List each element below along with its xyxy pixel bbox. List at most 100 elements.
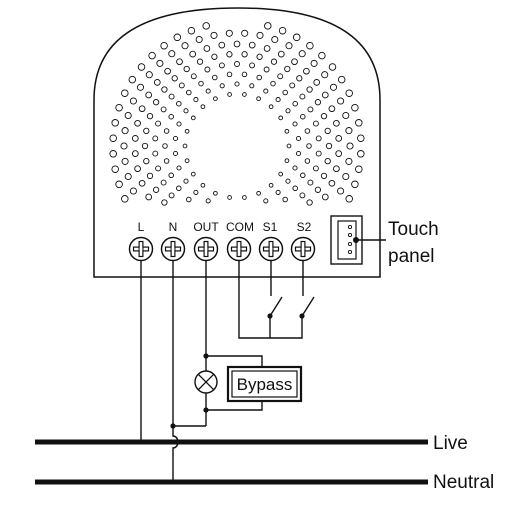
vent-hole bbox=[284, 128, 290, 134]
vent-hole bbox=[128, 75, 137, 84]
vent-hole bbox=[256, 53, 263, 60]
vent-hole bbox=[202, 22, 210, 30]
vent-hole bbox=[263, 198, 269, 204]
terminal-screw-com bbox=[226, 236, 252, 262]
vent-hole bbox=[115, 180, 123, 189]
vent-hole bbox=[134, 119, 141, 127]
vent-hole bbox=[145, 91, 153, 99]
vent-hole bbox=[109, 150, 117, 158]
vent-hole bbox=[256, 96, 261, 102]
vent-hole bbox=[313, 79, 321, 86]
vent-hole bbox=[355, 119, 363, 127]
vent-hole bbox=[306, 143, 312, 149]
vent-hole bbox=[145, 193, 153, 201]
vent-hole bbox=[285, 178, 291, 184]
vent-hole bbox=[168, 113, 174, 120]
wire-n-to-neutral bbox=[172, 261, 179, 482]
vent-hole bbox=[146, 172, 154, 180]
vent-hole bbox=[357, 134, 365, 142]
vent-hole bbox=[324, 127, 331, 135]
vent-hole bbox=[131, 150, 139, 157]
vent-hole bbox=[219, 83, 225, 89]
vent-hole bbox=[304, 158, 311, 164]
vent-hole bbox=[346, 142, 354, 150]
vent-hole bbox=[345, 195, 353, 203]
vent-hole bbox=[320, 112, 328, 120]
vent-hole bbox=[256, 74, 262, 81]
vent-hole bbox=[134, 165, 141, 173]
vent-hole bbox=[289, 82, 296, 89]
vent-hole bbox=[143, 127, 150, 135]
vent-hole bbox=[295, 150, 302, 157]
vent-hole bbox=[275, 97, 281, 103]
vent-hole bbox=[292, 33, 301, 42]
terminal-screw-out bbox=[193, 236, 219, 262]
vent-hole bbox=[161, 199, 168, 206]
vent-hole bbox=[226, 51, 233, 58]
switch-s2-blade bbox=[301, 296, 315, 317]
vent-hole bbox=[314, 99, 322, 106]
vent-hole bbox=[186, 89, 192, 96]
vent-hole bbox=[121, 127, 129, 135]
vent-hole bbox=[171, 75, 178, 82]
touch-panel-label-line1: Touch bbox=[388, 219, 439, 240]
vent-hole bbox=[256, 190, 261, 196]
vent-hole bbox=[299, 192, 306, 199]
vent-hole bbox=[337, 187, 345, 195]
vent-hole bbox=[295, 135, 302, 142]
vent-hole bbox=[284, 65, 291, 73]
vent-hole bbox=[176, 58, 183, 66]
terminal-label-l: L bbox=[138, 220, 145, 234]
vent-hole bbox=[345, 127, 353, 135]
vent-hole bbox=[162, 143, 168, 149]
vent-hole bbox=[163, 128, 170, 134]
vent-hole bbox=[152, 99, 160, 106]
wire-bypass-bottom bbox=[206, 401, 263, 411]
vent-hole bbox=[278, 115, 284, 121]
vent-hole bbox=[249, 62, 256, 69]
vent-hole bbox=[282, 196, 288, 203]
vent-hole bbox=[291, 58, 298, 66]
vent-hole bbox=[153, 79, 161, 86]
vent-hole bbox=[178, 82, 185, 89]
terminal-screw-l bbox=[128, 236, 154, 262]
vent-hole bbox=[176, 185, 182, 192]
vent-hole bbox=[333, 165, 340, 173]
vent-hole bbox=[145, 71, 153, 79]
vent-hole bbox=[152, 150, 159, 157]
vent-hole bbox=[111, 165, 119, 173]
vent-hole bbox=[271, 35, 279, 44]
vent-hole bbox=[183, 178, 189, 184]
vent-hole bbox=[337, 97, 345, 105]
vent-hole bbox=[146, 112, 154, 120]
vent-hole bbox=[264, 22, 272, 30]
vent-hole bbox=[205, 88, 211, 94]
vent-hole bbox=[241, 29, 249, 37]
vent-hole bbox=[357, 150, 365, 158]
vent-hole bbox=[152, 135, 159, 142]
vent-hole bbox=[213, 190, 218, 196]
vent-hole bbox=[176, 165, 182, 171]
vent-hole bbox=[111, 119, 119, 127]
vent-hole bbox=[182, 143, 188, 149]
vent-hole bbox=[337, 75, 346, 84]
vent-hole bbox=[187, 26, 196, 35]
terminal-label-s1: S1 bbox=[263, 220, 278, 234]
vent-hole bbox=[345, 157, 353, 165]
vent-hole bbox=[137, 63, 146, 71]
vent-hole bbox=[298, 50, 306, 58]
vent-hole bbox=[152, 186, 160, 193]
vent-hole bbox=[161, 86, 168, 93]
vent-hole bbox=[227, 92, 232, 97]
vent-hole bbox=[124, 111, 132, 120]
vent-hole bbox=[263, 66, 270, 73]
vent-hole bbox=[136, 83, 145, 91]
vent-hole bbox=[242, 195, 247, 200]
vent-hole bbox=[248, 41, 256, 49]
vent-hole bbox=[307, 179, 314, 186]
vent-hole bbox=[292, 185, 298, 192]
vent-hole bbox=[168, 172, 174, 179]
vent-hole bbox=[218, 62, 225, 69]
vent-hole bbox=[320, 172, 328, 180]
vent-hole bbox=[270, 58, 278, 65]
